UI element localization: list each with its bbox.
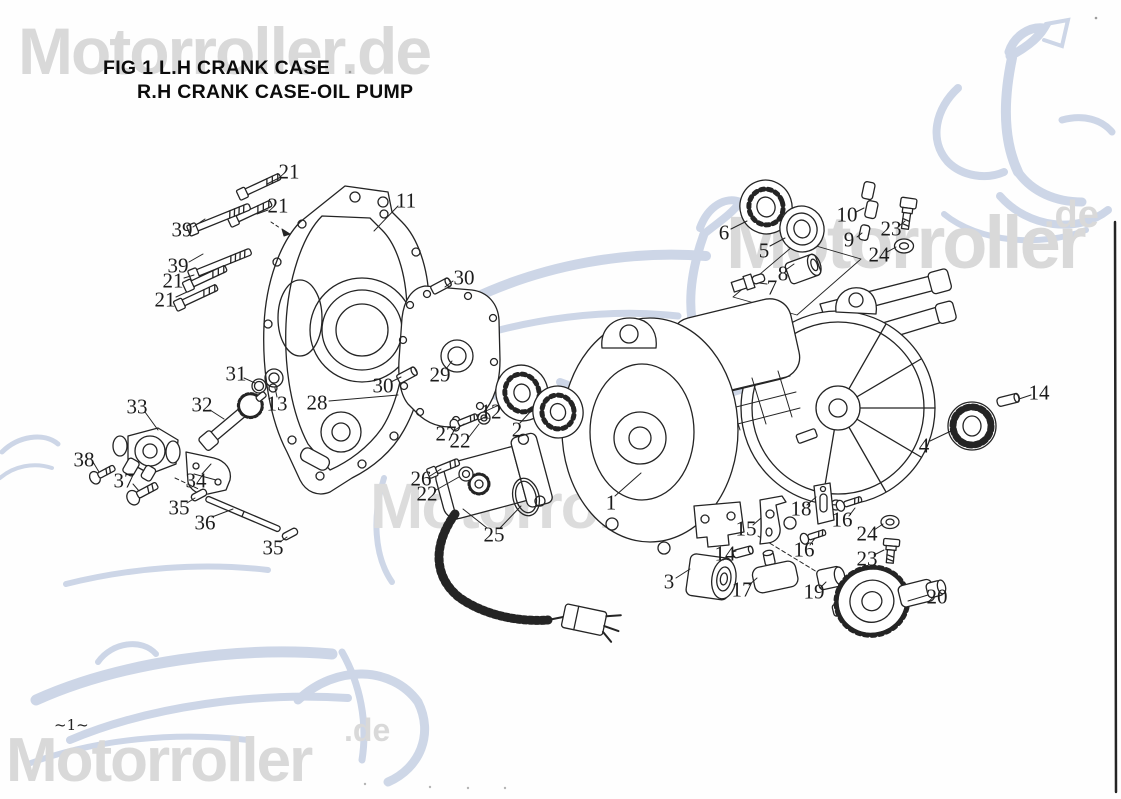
- scan-artifacts: [348, 16, 1118, 794]
- starter-motor-drawing: [434, 432, 622, 643]
- callout-24: 24: [868, 242, 890, 267]
- callout-10: 10: [836, 202, 858, 227]
- callout-16: 16: [793, 537, 815, 562]
- callout-11: 11: [395, 188, 417, 213]
- callout-14: 14: [714, 541, 736, 566]
- clutch-bearing-drawing: [947, 392, 1021, 451]
- callout-25: 25: [483, 522, 505, 547]
- callout-37: 37: [113, 468, 135, 493]
- figure-title-line1: FIG 1 L.H CRANK CASE: [103, 57, 331, 79]
- callout-6: 6: [718, 220, 730, 245]
- starter-screws-drawing: [426, 411, 491, 482]
- callout-21: 21: [278, 159, 300, 184]
- callout-5: 5: [758, 238, 770, 263]
- callout-31: 31: [225, 361, 247, 386]
- callout-19: 19: [803, 579, 825, 604]
- callout-39: 39: [171, 217, 193, 242]
- callout-1: 1: [605, 490, 617, 515]
- crankcase-right-drawing: [561, 268, 957, 555]
- callout-18: 18: [790, 496, 812, 521]
- callout-23: 23: [856, 546, 878, 571]
- callout-9: 9: [843, 227, 855, 252]
- callout-39: 39: [167, 253, 189, 278]
- callout-16: 16: [831, 507, 853, 532]
- callout-3: 3: [663, 569, 675, 594]
- callout-35: 35: [168, 495, 190, 520]
- callout-21: 21: [267, 193, 289, 218]
- callout-28: 28: [306, 390, 328, 415]
- callout-29: 29: [429, 362, 451, 387]
- callout-17: 17: [731, 577, 753, 602]
- callout-30: 30: [453, 265, 475, 290]
- callout-12: 12: [480, 399, 502, 424]
- callout-24: 24: [856, 521, 878, 546]
- bottom-right-cluster-drawing: [685, 482, 947, 638]
- callout-27: 27: [435, 421, 457, 446]
- figure-title: FIG 1 L.H CRANK CASE R.H CRANK CASE-OIL …: [103, 56, 413, 104]
- watermark-suffix-right: .de: [1044, 194, 1099, 236]
- callout-13: 13: [266, 391, 288, 416]
- callout-15: 15: [735, 516, 757, 541]
- callout-7: 7: [766, 275, 778, 300]
- callout-21: 21: [162, 268, 184, 293]
- watermark-text-bottom: Motorroller: [6, 726, 313, 795]
- callout-22: 22: [449, 428, 471, 453]
- starter-gear-drawing: [831, 564, 947, 638]
- watermark-text-top: Motorroller.de: [18, 14, 432, 88]
- callout-2: 2: [511, 417, 523, 442]
- callout-35: 35: [262, 535, 284, 560]
- callout-8: 8: [777, 261, 789, 286]
- callout-34: 34: [185, 468, 207, 493]
- leader-lines: [92, 176, 1032, 602]
- bearing-seal-group-drawing: [730, 179, 918, 316]
- page-number: ~1~: [54, 716, 89, 734]
- scooter-watermark-top-right: [932, 17, 1116, 244]
- callout-4: 4: [918, 433, 930, 458]
- callout-23: 23: [880, 216, 902, 241]
- oil-pump-group-drawing: [88, 368, 299, 541]
- callout-33: 33: [126, 394, 148, 419]
- ball-bearings-drawing: [454, 364, 584, 439]
- callout-21: 21: [154, 287, 176, 312]
- figure-title-line2: R.H CRANK CASE-OIL PUMP: [137, 81, 414, 103]
- callout-38: 38: [73, 447, 95, 472]
- callout-36: 36: [194, 510, 216, 535]
- scooter-watermark-bottom-left: [0, 434, 430, 787]
- callout-14: 14: [1028, 380, 1050, 405]
- callout-22: 22: [416, 481, 438, 506]
- bolts-drawing: [172, 172, 282, 312]
- callout-26: 26: [410, 466, 432, 491]
- crankcase-cover-drawing: [263, 185, 430, 495]
- callout-30: 30: [372, 373, 394, 398]
- gasket-drawing: [396, 277, 501, 428]
- watermark-suffix-bottom: .de: [344, 712, 391, 748]
- callout-32: 32: [191, 392, 213, 417]
- callout-20: 20: [926, 584, 948, 609]
